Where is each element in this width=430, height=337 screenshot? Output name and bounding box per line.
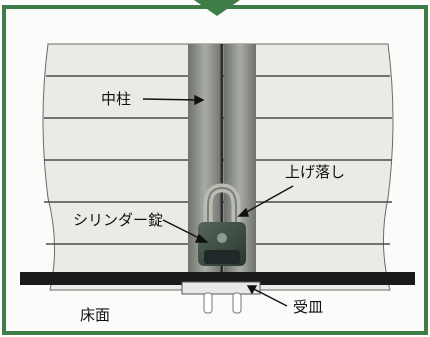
leader-lines xyxy=(142,94,294,307)
keyhole-icon xyxy=(217,233,227,243)
label-center-post: 中柱 xyxy=(101,90,132,108)
receiver-plate xyxy=(181,281,261,295)
receiver-pins xyxy=(203,292,242,314)
cylinder-lock-base xyxy=(204,250,240,264)
pointer-arrow-icon xyxy=(194,0,240,16)
drop-bolt-shackle-outline xyxy=(207,186,237,232)
floor-band xyxy=(20,272,415,285)
label-cylinder-lock: シリンダー錠 xyxy=(73,211,164,229)
label-floor-surface: 床面 xyxy=(80,306,111,324)
label-drop-bolt: 上げ落し xyxy=(285,163,346,181)
label-receiver: 受皿 xyxy=(293,298,324,316)
